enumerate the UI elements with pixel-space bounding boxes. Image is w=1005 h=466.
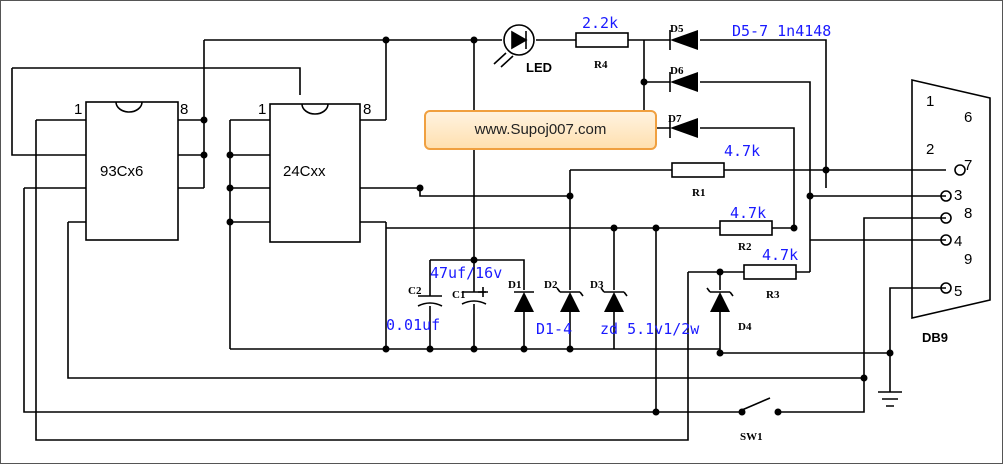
- db9-pin-8: 8: [964, 205, 972, 222]
- r3-ref: R3: [766, 289, 780, 301]
- c1-value: 47uf/16v: [430, 264, 502, 282]
- led-symbol: [493, 24, 535, 68]
- d5-7-note: D5-7 1n4148: [732, 22, 831, 40]
- c1-ref: C1: [452, 289, 465, 301]
- junction-dots: [200, 36, 894, 416]
- chip-93-pin8: 8: [180, 101, 188, 118]
- db9-pin-6: 6: [964, 109, 972, 126]
- d7-label: D7: [668, 113, 682, 125]
- db9-pin-5: 5: [954, 283, 962, 300]
- db9-label: DB9: [922, 330, 948, 345]
- diodes-d1-d4: [514, 287, 734, 312]
- resistor-r1: [671, 162, 725, 178]
- d1-label: D1: [508, 279, 521, 291]
- switch-label: SW1: [740, 431, 763, 443]
- chip-24-pin8: 8: [363, 101, 371, 118]
- d4-label: D4: [738, 321, 752, 333]
- chip-93-pin1: 1: [74, 101, 82, 118]
- chip-24cxx-body: [269, 103, 361, 243]
- r3-value: 4.7k: [762, 246, 798, 264]
- r4-value: 2.2k: [582, 14, 618, 32]
- chip-24cxx-label: 24Cxx: [283, 163, 326, 180]
- d3-label: D3: [590, 279, 604, 291]
- r2-value: 4.7k: [730, 204, 766, 222]
- wires: [11, 39, 946, 441]
- db9-connector: [911, 78, 991, 320]
- db9-pin-3: 3: [954, 187, 962, 204]
- r4-ref: R4: [594, 59, 608, 71]
- db9-pin-9: 9: [964, 251, 972, 268]
- c2-ref: C2: [408, 285, 422, 297]
- d5-label: D5: [670, 23, 684, 35]
- capacitors: [417, 287, 488, 314]
- db9-pin-2: 2: [926, 141, 934, 158]
- d2-label: D2: [544, 279, 558, 291]
- c2-value: 0.01uf: [386, 316, 440, 334]
- zener-note: zd 5.1v1/2w: [600, 320, 700, 338]
- db9-pin-1: 1: [926, 93, 934, 110]
- chip-24cxx-notch: [301, 103, 329, 115]
- resistor-r4: [575, 32, 629, 48]
- resistor-r2: [719, 220, 773, 236]
- r1-value: 4.7k: [724, 142, 760, 160]
- d1-4-note: D1-4: [536, 320, 572, 338]
- r2-ref: R2: [738, 241, 752, 253]
- watermark-banner: www.Supoj007.com: [424, 110, 657, 150]
- r1-ref: R1: [692, 187, 705, 199]
- chip-93cx6-label: 93Cx6: [100, 163, 143, 180]
- switch-sw1: [738, 397, 782, 416]
- d6-label: D6: [670, 65, 684, 77]
- db9-pin-7: 7: [964, 157, 972, 174]
- chip-24-pin1: 1: [258, 101, 266, 118]
- ground-symbol: [878, 391, 902, 407]
- resistor-r3: [743, 264, 797, 280]
- db9-pin-4: 4: [954, 233, 962, 250]
- led-label: LED: [526, 60, 552, 75]
- chip-93cx6-body: [85, 101, 179, 241]
- diodes-d5-d7: [669, 30, 698, 138]
- chip-93cx6-notch: [115, 101, 143, 113]
